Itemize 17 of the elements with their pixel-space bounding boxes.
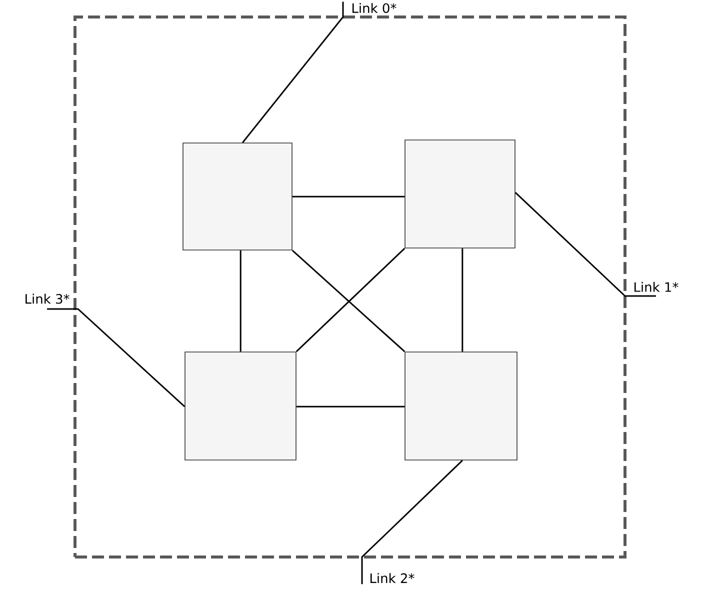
link-label: Link 0*	[352, 2, 396, 14]
link-line	[47, 308, 186, 408]
link-line	[242, 2, 344, 144]
connector-line	[292, 196, 405, 198]
connector-line	[240, 250, 242, 352]
link-line	[514, 192, 656, 297]
link-label: Link 3*	[26, 294, 70, 304]
connector-line	[462, 248, 464, 352]
link-line	[361, 460, 463, 584]
connector-line	[296, 406, 405, 408]
square-box	[182, 142, 292, 250]
square-box	[404, 352, 518, 460]
link-label: Link 2*	[370, 573, 414, 583]
square-box	[184, 352, 296, 460]
link-label: Link 1*	[634, 282, 678, 292]
dashed-frame	[74, 16, 626, 558]
square-box	[404, 140, 516, 248]
